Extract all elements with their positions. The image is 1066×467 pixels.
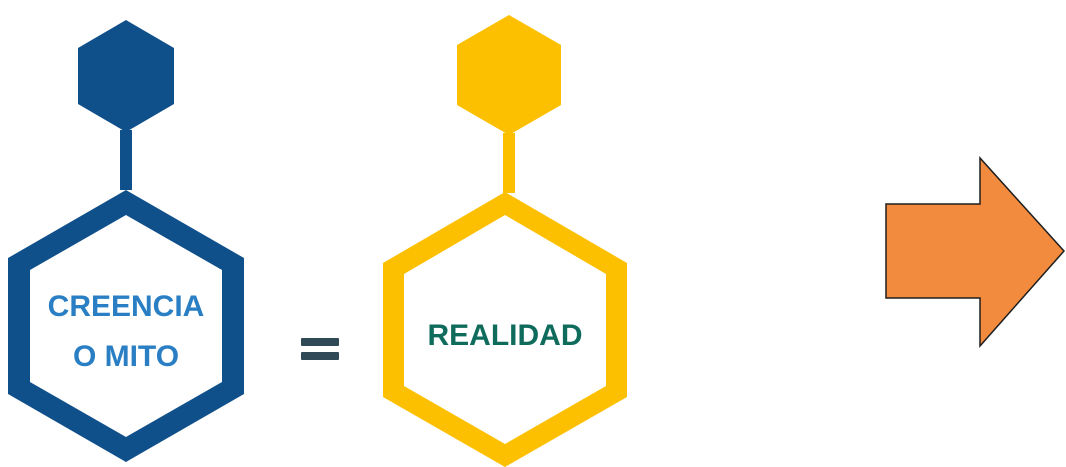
belief-inner-hexagon xyxy=(30,215,222,437)
reality-connector xyxy=(503,133,515,193)
belief-label-line2: O MITO xyxy=(73,340,179,373)
belief-connector xyxy=(120,130,132,190)
reality-label: REALIDAD xyxy=(428,319,583,352)
equals-bar-top xyxy=(301,338,339,346)
belief-molecule: CREENCIA O MITO xyxy=(8,20,244,462)
equals-bar-bottom xyxy=(301,352,339,360)
belief-small-hexagon xyxy=(78,20,174,132)
right-arrow xyxy=(885,156,1066,348)
reality-small-hexagon xyxy=(457,15,561,135)
reality-molecule: REALIDAD xyxy=(383,15,627,467)
equals-sign xyxy=(301,338,339,360)
belief-label-line1: CREENCIA xyxy=(48,290,205,323)
reality-inner-hexagon xyxy=(404,215,606,444)
